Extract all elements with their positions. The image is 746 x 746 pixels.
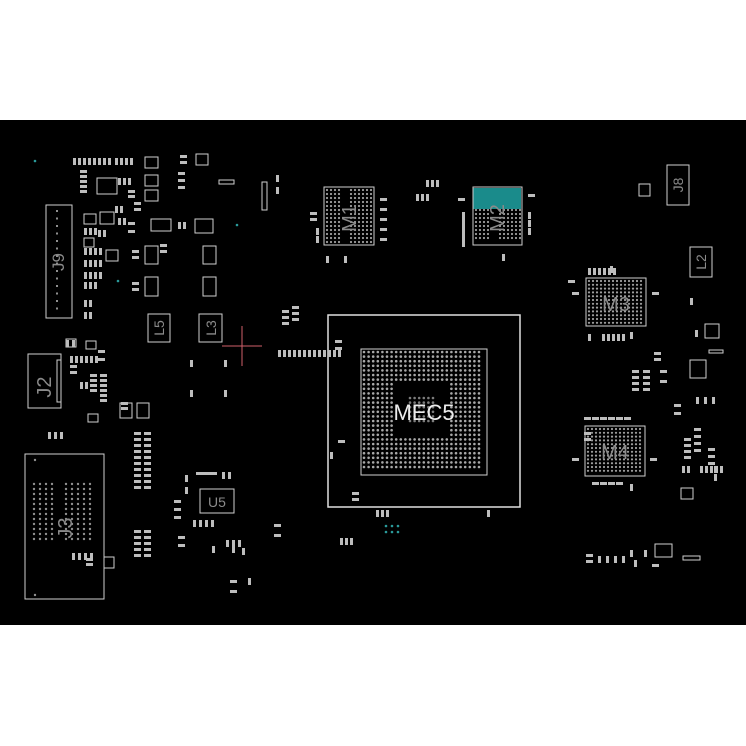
small-ic-outlines <box>65 153 724 569</box>
l5-inductor[interactable]: L5 <box>147 313 171 343</box>
j8-connector[interactable]: J8 <box>666 164 690 206</box>
m4-ball-grid <box>586 427 642 472</box>
m1-chip[interactable]: M1 <box>323 186 375 246</box>
j9-label: J9 <box>49 253 68 271</box>
l2-label: L2 <box>693 254 709 270</box>
m4-chip[interactable]: M4 <box>584 425 646 477</box>
vias <box>33 159 400 534</box>
m2-ball-grid <box>474 208 522 240</box>
mec5-ball-grid <box>362 350 481 469</box>
m1-outline <box>323 186 375 246</box>
m3-label: M3 <box>602 294 630 316</box>
l3-inductor[interactable]: L3 <box>198 313 223 343</box>
j2-label: J2 <box>34 376 56 397</box>
mec5-outline <box>327 314 521 508</box>
m4-outline <box>584 425 646 477</box>
passive-components <box>48 155 723 593</box>
m2-highlight <box>473 188 521 209</box>
l3-outline <box>198 313 223 343</box>
l2-outline <box>689 246 713 278</box>
m4-label: M4 <box>601 442 629 464</box>
j2-edge <box>56 359 62 403</box>
j9-pad-column <box>56 210 58 310</box>
m3-chip[interactable]: M3 <box>585 277 647 327</box>
u5-chip[interactable]: U5 <box>199 488 235 514</box>
origin-marker <box>222 326 262 366</box>
j9-connector[interactable]: J9 <box>45 204 73 319</box>
mec5-chip[interactable]: MEC5 <box>327 314 521 508</box>
j9-outline <box>45 204 73 319</box>
l2-inductor[interactable]: L2 <box>689 246 713 278</box>
j8-outline <box>666 164 690 206</box>
l5-outline <box>147 313 171 343</box>
j3-connector[interactable]: J3 <box>24 453 105 600</box>
l5-label: L5 <box>151 320 167 336</box>
m3-ball-grid <box>587 279 643 324</box>
m1-ball-grid <box>325 188 373 244</box>
m2-label: M2 <box>487 204 509 232</box>
m2-outline <box>472 186 523 246</box>
j3-outline <box>24 453 105 600</box>
u5-outline <box>199 488 235 514</box>
mec5-ball-field <box>360 348 488 476</box>
u5-label: U5 <box>208 494 226 510</box>
pcb-layout: MEC5 M1 M2 M3 M4 <box>24 153 724 600</box>
j2-connector[interactable]: J2 <box>27 353 62 409</box>
mec5-label: MEC5 <box>393 400 454 425</box>
m3-outline <box>585 277 647 327</box>
m1-label: M1 <box>339 204 361 232</box>
pcb-board: MEC5 M1 M2 M3 M4 <box>0 120 746 625</box>
l3-label: L3 <box>203 320 219 336</box>
j3-pad-array <box>32 458 92 597</box>
j8-label: J8 <box>670 177 686 192</box>
j3-label: J3 <box>55 517 77 538</box>
m2-chip[interactable]: M2 <box>472 186 523 246</box>
